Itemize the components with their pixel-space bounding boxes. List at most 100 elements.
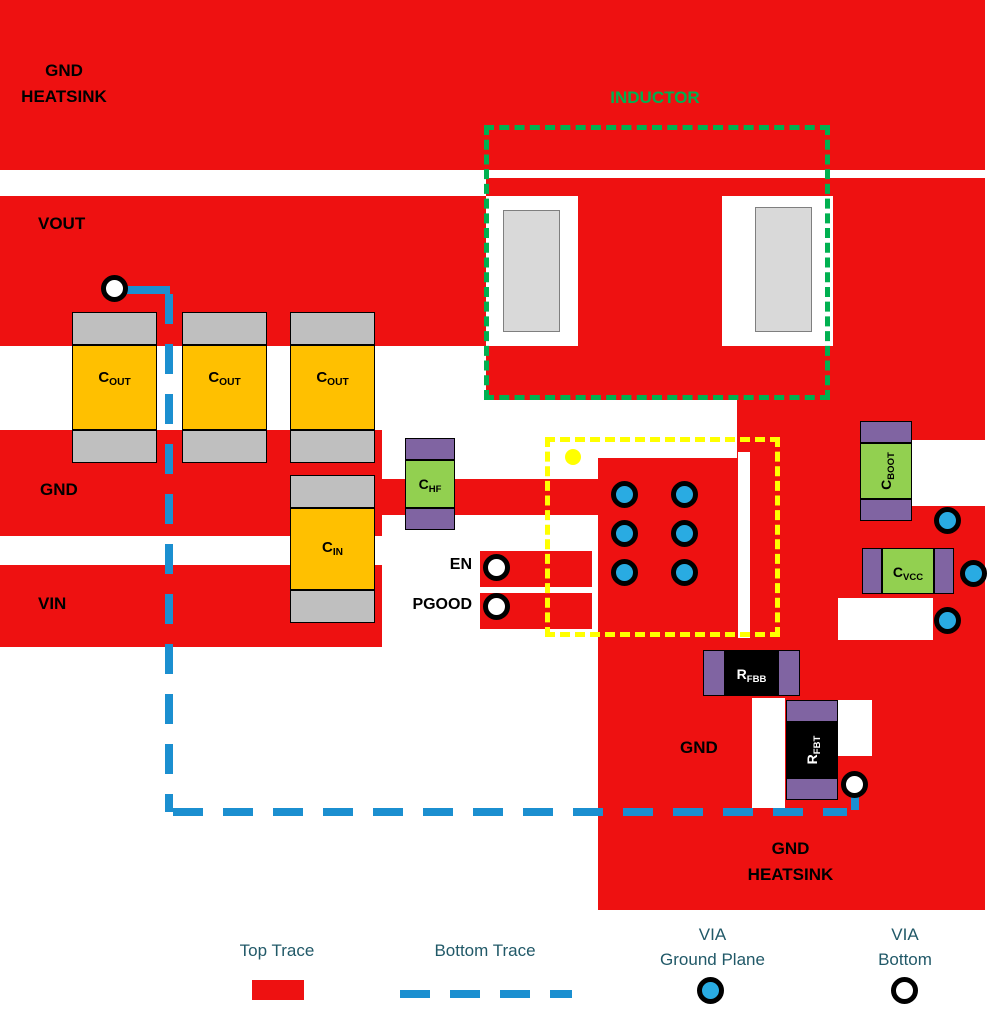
chf-pad-bottom: [405, 508, 455, 530]
cout2-label-sub: OUT: [219, 377, 241, 389]
rfbt-pad-bottom: [786, 778, 838, 800]
cout1-label-sub: OUT: [109, 377, 131, 389]
legend-via-bottom-label: VIA Bottom: [845, 922, 965, 972]
bottom-trace-horizontal: [173, 808, 847, 816]
bottom-trace-end-segment: [851, 788, 859, 810]
via-gnd-3: [611, 520, 638, 547]
rfbb-pad-right: [778, 650, 800, 696]
legend-via-bottom-swatch: [891, 977, 918, 1004]
via-gnd-2: [671, 481, 698, 508]
cin-pad-bottom: [290, 590, 375, 623]
legend-top-trace-swatch: [252, 980, 304, 1000]
label-vin: VIN: [38, 594, 67, 613]
rfbb-label: RFBB: [723, 664, 780, 690]
label-gnd-heatsink-top-line2: HEATSINK: [21, 87, 107, 106]
cboot-label-base: C: [878, 479, 894, 490]
ic-outline: [545, 437, 780, 637]
legend-via-ground-swatch: [697, 977, 724, 1004]
cin-label: CIN: [290, 538, 375, 563]
chf-label: CHF: [403, 474, 457, 500]
rfbb-label-base: R: [736, 666, 747, 682]
chf-pad-top: [405, 438, 455, 460]
label-gnd-heatsink-top: GND HEATSINK: [8, 58, 120, 110]
cout3-pad-bottom: [290, 430, 375, 463]
via-gnd-6: [671, 559, 698, 586]
rfbt-label-sub: FBT: [811, 735, 823, 755]
label-gnd-left: GND: [40, 480, 78, 499]
chf-label-base: C: [418, 476, 429, 492]
cboot-body: [860, 443, 912, 499]
cout2-label: COUT: [182, 368, 267, 393]
rfbb-body: [725, 650, 778, 696]
via-gnd-5: [611, 559, 638, 586]
cutout-rfbt-left: [752, 698, 785, 808]
label-gnd-right: GND: [680, 738, 718, 757]
label-gnd-heatsink-bottom-line2: HEATSINK: [747, 865, 834, 884]
via-gnd-4: [671, 520, 698, 547]
cout1-label-base: C: [98, 369, 110, 386]
bottom-trace-start-segment: [118, 286, 170, 294]
cout3-pad-top: [290, 312, 375, 345]
legend-via-ground-line2: Ground Plane: [660, 950, 765, 969]
via-gnd-9: [934, 607, 961, 634]
label-gnd-heatsink-bottom: GND HEATSINK: [733, 836, 848, 888]
rfbt-body: [786, 722, 838, 778]
via-gnd-7: [934, 507, 961, 534]
cout1-pad-top: [72, 312, 157, 345]
via-bottom-pgood: [483, 593, 510, 620]
cvcc-label: CVCC: [880, 562, 936, 588]
cout2-pad-top: [182, 312, 267, 345]
cutout-cboot-right: [912, 440, 985, 506]
label-pgood: PGOOD: [412, 596, 472, 613]
inductor-outline: [484, 125, 830, 400]
cvcc-pad-left: [862, 548, 882, 594]
cutout-cvcc-below: [838, 598, 933, 640]
label-vout: VOUT: [38, 214, 86, 233]
cboot-label: CBOOT: [876, 431, 897, 511]
cout3-body: [290, 345, 375, 430]
cutout-rfbt-right: [838, 700, 872, 756]
label-gnd-heatsink-top-line1: GND: [45, 61, 83, 80]
label-gnd-heatsink-bottom-line1: GND: [771, 839, 810, 858]
cin-pad-top: [290, 475, 375, 508]
inductor-pad-right: [755, 207, 812, 332]
cout1-pad-bottom: [72, 430, 157, 463]
cboot-label-sub: BOOT: [885, 452, 897, 480]
cout3-label-sub: OUT: [327, 377, 349, 389]
chf-body: [405, 460, 455, 508]
rfbt-pad-top: [786, 700, 838, 722]
copper-top-plane: [0, 0, 985, 170]
rfbt-label-base: R: [804, 754, 820, 765]
cutout-ic-right: [738, 452, 750, 638]
cvcc-pad-right: [934, 548, 954, 594]
label-inductor: INDUCTOR: [610, 88, 700, 107]
legend-bottom-trace-label: Bottom Trace: [434, 941, 536, 960]
cin-body: [290, 508, 375, 590]
cout2-label-base: C: [208, 369, 220, 386]
ic-pin1-dot: [565, 449, 581, 465]
via-bottom-en: [483, 554, 510, 581]
cin-label-sub: IN: [332, 547, 344, 559]
cboot-pad-top: [860, 421, 912, 443]
cvcc-label-sub: VCC: [903, 571, 924, 583]
cout1-body: [72, 345, 157, 430]
cout2-pad-bottom: [182, 430, 267, 463]
legend-bottom-trace-swatch: [400, 990, 572, 998]
cvcc-label-base: C: [892, 564, 904, 580]
legend-top-trace-label: Top Trace: [239, 941, 315, 960]
cboot-pad-bottom: [860, 499, 912, 521]
bottom-trace-vertical: [165, 294, 173, 812]
legend-via-bottom-line2: Bottom: [878, 950, 932, 969]
rfbb-pad-left: [703, 650, 725, 696]
cin-label-base: C: [321, 539, 333, 556]
inductor-pad-left: [503, 210, 560, 332]
rfbt-label: RFBT: [802, 710, 823, 790]
via-bottom-vout: [101, 275, 128, 302]
via-bottom-fb: [841, 771, 868, 798]
cout2-body: [182, 345, 267, 430]
via-gnd-8: [960, 560, 987, 587]
legend-via-ground-line1: VIA: [698, 925, 727, 944]
cout1-label: COUT: [72, 368, 157, 393]
cout3-label: COUT: [290, 368, 375, 393]
